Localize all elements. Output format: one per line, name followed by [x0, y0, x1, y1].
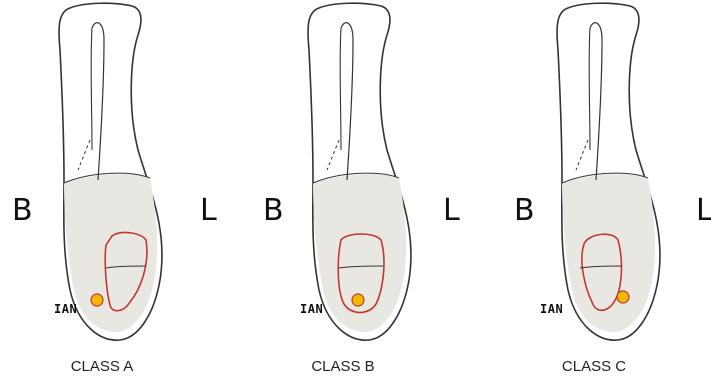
lingual-label: L	[200, 196, 217, 226]
lingual-label: L	[696, 196, 711, 226]
ian-label: IAN	[54, 302, 77, 316]
class-label: CLASS B	[263, 358, 423, 375]
class-label: CLASS A	[22, 358, 182, 375]
panel-class-c: B L IAN CLASS C	[474, 0, 711, 383]
class-label: CLASS C	[514, 358, 674, 375]
ian-label: IAN	[540, 302, 563, 316]
ian-label: IAN	[300, 302, 323, 316]
jaw-cross-section-a	[0, 0, 237, 383]
lingual-label: L	[443, 196, 460, 226]
jaw-cross-section-b	[237, 0, 474, 383]
panel-class-a: B L IAN CLASS A	[0, 0, 237, 383]
buccal-label: B	[263, 196, 284, 226]
buccal-label: B	[514, 196, 535, 226]
panel-class-b: B L IAN CLASS B	[237, 0, 474, 383]
jaw-cross-section-c	[474, 0, 711, 383]
buccal-label: B	[12, 196, 33, 226]
